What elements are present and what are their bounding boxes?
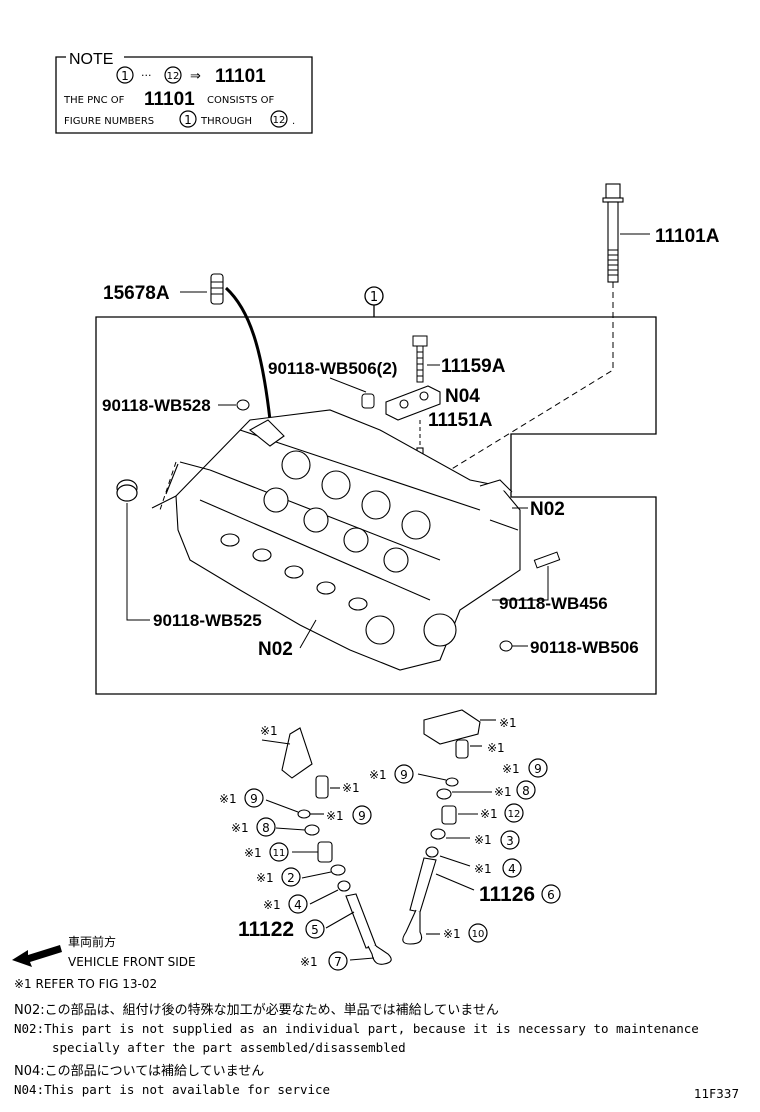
svg-text:※1: ※1: [474, 862, 492, 876]
callout-r3: 3: [506, 834, 514, 848]
valve-train-right: [402, 709, 496, 945]
part-90118-WB456: 90118-WB456: [499, 594, 608, 613]
pipe-plug-icon: [210, 273, 224, 305]
stud-icon: [533, 551, 561, 569]
callout-l11: 11: [273, 848, 286, 859]
plug-icon: [236, 399, 250, 411]
note-pnc: 11101: [215, 66, 266, 87]
note-line2-pnc: 11101: [144, 89, 195, 110]
callout-l9: 9: [250, 792, 258, 806]
n04-en: N04:This part is not available for servi…: [14, 1082, 330, 1097]
head-bolt-icon: [602, 183, 650, 283]
n04-label: N04: [445, 386, 480, 407]
svg-text:※1: ※1: [219, 792, 237, 806]
svg-text:※1: ※1: [244, 846, 262, 860]
svg-text:※1: ※1: [256, 871, 274, 885]
callout-r4: 4: [508, 862, 516, 876]
part-15678A: 15678A: [103, 283, 170, 304]
valve-train-left: [261, 727, 392, 965]
cup-plug-icon: [116, 479, 138, 502]
svg-text:※1: ※1: [474, 833, 492, 847]
plug-icon: [499, 640, 513, 652]
cylinder-head-icon: [151, 409, 521, 671]
front-en: VEHICLE FRONT SIDE: [68, 955, 196, 969]
part-11126: 11126: [479, 883, 535, 906]
figure-code: 11F337: [694, 1087, 739, 1101]
note-line2-a: THE PNC OF: [63, 95, 125, 106]
svg-text:※1: ※1: [502, 762, 520, 776]
svg-text:※1: ※1: [300, 955, 318, 969]
fig-1-callout: [364, 286, 384, 306]
svg-text:※1: ※1: [487, 741, 505, 755]
callout-l9b: 9: [358, 809, 366, 823]
ref-note: ※1 REFER TO FIG 13-02: [14, 977, 157, 991]
small-plug-icon: [361, 393, 375, 409]
callout-r9: 9: [400, 768, 408, 782]
n02-left-label: N02: [258, 639, 293, 660]
note-to: 12: [167, 71, 180, 82]
callout-l2: 2: [287, 871, 295, 885]
n02-en1: N02:This part is not supplied as an indi…: [14, 1021, 699, 1036]
fig-1: 1: [370, 290, 378, 305]
note-box: NOTE 1 ··· 12 ⇒ 11101 THE PNC OF 11101 C…: [55, 51, 313, 134]
svg-text:※1: ※1: [231, 821, 249, 835]
note-from: 1: [121, 69, 129, 83]
svg-text:※1: ※1: [369, 768, 387, 782]
part-90118-WB525: 90118-WB525: [153, 611, 262, 630]
svg-text:※1: ※1: [263, 898, 281, 912]
note-dots: ···: [141, 69, 152, 82]
svg-text:※1: ※1: [480, 807, 498, 821]
stud-bolt-icon: [412, 335, 428, 383]
part-11122: 11122: [238, 918, 294, 941]
callout-r10: 10: [472, 929, 485, 940]
note-arrow: ⇒: [190, 69, 201, 84]
svg-text:.: .: [292, 116, 295, 127]
svg-text:※1: ※1: [326, 809, 344, 823]
svg-text:※1: ※1: [499, 716, 517, 730]
svg-text:※1: ※1: [494, 785, 512, 799]
svg-text:※1: ※1: [443, 927, 461, 941]
part-90118-WB506: 90118-WB506: [530, 638, 639, 657]
note-line2-b: CONSISTS OF: [207, 95, 274, 106]
callout-l8: 8: [262, 821, 270, 835]
callout-circle: [116, 66, 134, 84]
part-11151A: 11151A: [428, 410, 493, 431]
callout-l4: 4: [294, 898, 302, 912]
svg-text:※1: ※1: [260, 724, 278, 738]
note-line3-a: FIGURE NUMBERS: [64, 116, 154, 127]
svg-text:12: 12: [273, 115, 286, 126]
n02-right-label: N02: [530, 499, 565, 520]
callout-r12: 12: [508, 809, 521, 820]
note-title: NOTE: [69, 51, 113, 68]
n02-en2: specially after the part assembled/disas…: [52, 1040, 406, 1055]
callout-c5: 5: [311, 923, 319, 937]
part-11159A: 11159A: [441, 356, 506, 377]
callout-c6: 6: [547, 888, 555, 902]
front-arrow-icon: [12, 945, 62, 967]
svg-text:※1: ※1: [342, 781, 360, 795]
n04-jp: N04:この部品については補給していません: [14, 1064, 264, 1079]
front-jp: 車両前方: [68, 934, 116, 949]
note-line3-b: THROUGH: [200, 116, 252, 127]
svg-text:1: 1: [184, 113, 192, 127]
callout-l7: 7: [334, 955, 342, 969]
n02-jp: N02:この部品は、組付け後の特殊な加工が必要なため、単品では補給していません: [14, 1002, 499, 1018]
callout-r8: 8: [522, 784, 530, 798]
part-11101A: 11101A: [655, 226, 720, 247]
part-90118-WB528: 90118-WB528: [102, 396, 211, 415]
part-90118-WB506-2: 90118-WB506(2): [268, 359, 397, 378]
assembly-frame: [95, 304, 657, 695]
svg-text:9: 9: [534, 762, 542, 776]
